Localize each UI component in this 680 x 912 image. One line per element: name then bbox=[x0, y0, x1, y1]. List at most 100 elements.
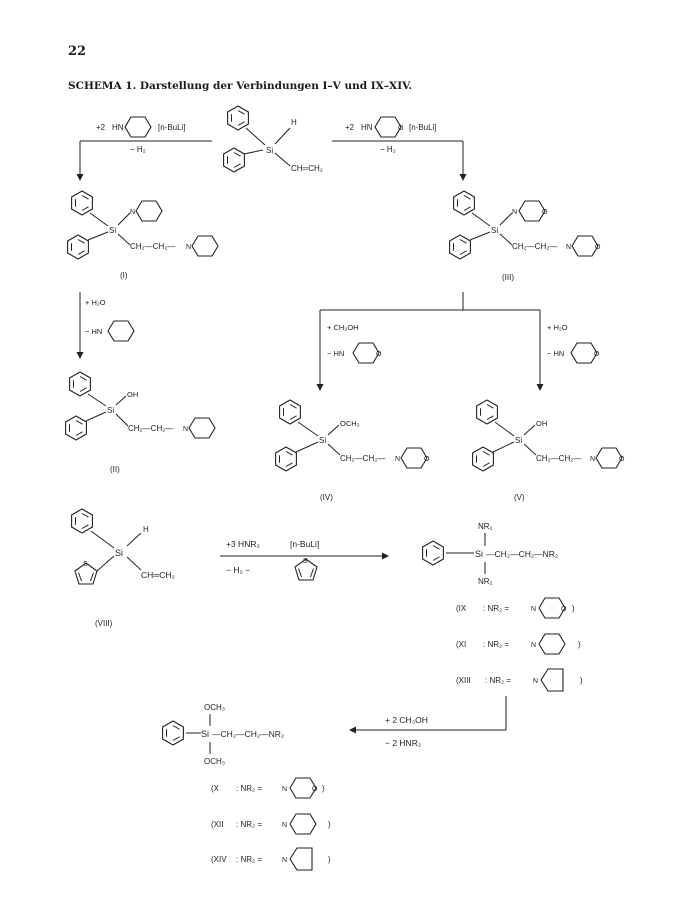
benzene-ring bbox=[71, 508, 93, 534]
piperidine-ring bbox=[289, 813, 317, 835]
starting-silane: Si H CH═CH₂ bbox=[223, 105, 323, 173]
definition-expression: : NR₂ = bbox=[483, 604, 509, 613]
definition-expression: : NR₂ = bbox=[483, 640, 509, 649]
catalyst-nbuli: [n-BuLi] bbox=[158, 123, 186, 132]
compound-label: (V) bbox=[514, 493, 525, 502]
oxygen-atom: O bbox=[312, 786, 318, 793]
nitrogen-atom: N bbox=[512, 209, 517, 216]
ethylene-chain: —CH₂—CH₂—NR₂ bbox=[486, 549, 558, 559]
compound-label: (I) bbox=[120, 271, 128, 280]
definition-label: (XI bbox=[456, 640, 466, 649]
compound-label: (VIII) bbox=[95, 619, 113, 628]
pyrrolidine-ring bbox=[540, 668, 564, 692]
benzene-ring bbox=[71, 190, 93, 216]
definition-expression: : NR₂ = bbox=[236, 784, 262, 793]
silicon-atom: Si bbox=[491, 226, 498, 235]
definition-end: ) bbox=[328, 820, 331, 829]
oxygen-atom: O bbox=[595, 244, 601, 251]
oxygen-atom: O bbox=[561, 606, 567, 613]
silicon-atom: Si bbox=[115, 548, 123, 558]
definition-label: (XIV bbox=[211, 855, 227, 864]
definition-label: (XII bbox=[211, 820, 223, 829]
benzene-ring bbox=[449, 234, 471, 260]
piperidine-ring bbox=[191, 235, 219, 257]
silicon-atom: Si bbox=[475, 549, 483, 559]
definition-expression: : NR₂ = bbox=[236, 820, 262, 829]
hydrogen-atom: H bbox=[143, 525, 149, 534]
oxygen-atom: O bbox=[376, 351, 382, 358]
benzene-ring bbox=[275, 446, 297, 472]
page-number: 22 bbox=[68, 44, 87, 59]
nitrogen-atom: N bbox=[282, 786, 287, 793]
amino-group-bottom: NR₂ bbox=[478, 577, 493, 586]
oxygen-atom: O bbox=[619, 456, 625, 463]
piperidine-ring bbox=[538, 633, 566, 655]
silicon-atom: Si bbox=[109, 226, 116, 235]
compound-label: (II) bbox=[110, 465, 120, 474]
piperidine-ring bbox=[188, 417, 216, 439]
methanolysis-conditions: + CH₃OH − HN O bbox=[327, 323, 382, 364]
reagent-hn: HN bbox=[361, 123, 373, 132]
ethylene-chain: CH₂—CH₂— bbox=[536, 454, 581, 463]
nitrogen-atom: N bbox=[566, 244, 571, 251]
definition-end: ) bbox=[578, 640, 581, 649]
ethylene-chain: CH₂—CH₂— bbox=[512, 242, 557, 251]
silicon-atom: Si bbox=[319, 436, 326, 445]
ethylene-chain: CH₂—CH₂— bbox=[340, 454, 385, 463]
benzene-ring bbox=[162, 720, 184, 746]
piperidine-ring bbox=[124, 116, 152, 138]
nitrogen-atom: N bbox=[186, 244, 191, 251]
definition-label: (XIII bbox=[456, 676, 471, 685]
silicon-atom: Si bbox=[515, 436, 522, 445]
benzene-ring bbox=[65, 415, 87, 441]
silicon-atom: Si bbox=[266, 146, 273, 155]
benzene-ring bbox=[476, 399, 498, 425]
sulfur-atom: S bbox=[83, 561, 88, 568]
hydroxyl-group: OH bbox=[127, 390, 138, 399]
catalyst-nbuli: [n-BuLi] bbox=[409, 123, 437, 132]
reagent-methanol: + CH₃OH bbox=[327, 323, 359, 332]
byproduct-h2: − H₂ − bbox=[226, 565, 250, 575]
nitrogen-atom: N bbox=[531, 606, 536, 613]
nitrogen-atom: N bbox=[282, 857, 287, 864]
nr2-definition-XIII: (XIII : NR₂ = N ) bbox=[456, 668, 583, 692]
benzene-ring bbox=[279, 399, 301, 425]
silicon-atom: Si bbox=[107, 406, 114, 415]
reagent-hn: HN bbox=[112, 123, 124, 132]
nr2-definition-XIV: (XIV : NR₂ = N ) bbox=[211, 847, 331, 871]
reagent-morpholine: +2 HN O [n-BuLi] − H₂ bbox=[345, 116, 437, 154]
scheme-title: SCHEMA 1. Darstellung der Verbindungen I… bbox=[68, 80, 413, 92]
compound-IV: Si OCH₃ CH₂—CH₂— N O (IV) bbox=[275, 399, 430, 502]
oxygen-atom: O bbox=[542, 209, 548, 216]
reagent-water: + H₂O bbox=[85, 298, 106, 307]
nitrogen-atom: N bbox=[395, 456, 400, 463]
compound-label: (IV) bbox=[320, 493, 333, 502]
byproduct-h2: − H₂ bbox=[380, 145, 396, 154]
nitrogen-atom: N bbox=[282, 822, 287, 829]
ethylene-chain: CH₂—CH₂— bbox=[128, 424, 173, 433]
nitrogen-atom: N bbox=[183, 426, 188, 433]
piperidine-ring bbox=[107, 320, 135, 342]
nr2-definition-XI: (XI : NR₂ = N ) bbox=[456, 633, 581, 655]
dimethoxy-product: OCH₃ Si —CH₂—CH₂—NR₂ OCH₃ bbox=[162, 703, 284, 766]
nitrogen-atom: N bbox=[533, 678, 538, 685]
nitrogen-atom: N bbox=[130, 209, 135, 216]
reagent-amine: +3 HNR₂ bbox=[226, 539, 260, 549]
benzene-ring bbox=[223, 147, 245, 173]
definition-end: ) bbox=[328, 855, 331, 864]
aminolysis-conditions: +3 HNR₂ [n-BuLi] − H₂ − S bbox=[226, 539, 319, 581]
vinyl-group: CH═CH₂ bbox=[141, 570, 175, 580]
benzene-ring bbox=[453, 190, 475, 216]
methoxy-group: OCH₃ bbox=[340, 419, 360, 428]
compound-II: Si OH CH₂—CH₂— N (II) bbox=[65, 371, 216, 474]
pyrrolidine-ring bbox=[289, 847, 313, 871]
compound-V: Si OH CH₂—CH₂— N O (V) bbox=[472, 399, 625, 502]
definition-expression: : NR₂ = bbox=[485, 676, 511, 685]
reagent-coefficient: +2 bbox=[345, 123, 355, 132]
byproduct-h2: − H₂ bbox=[130, 145, 146, 154]
reagent-water: + H₂O bbox=[547, 323, 568, 332]
benzene-ring bbox=[227, 105, 249, 131]
definition-end: ) bbox=[580, 676, 583, 685]
nr2-definition-X: (X : NR₂ = N O ) bbox=[211, 777, 325, 799]
